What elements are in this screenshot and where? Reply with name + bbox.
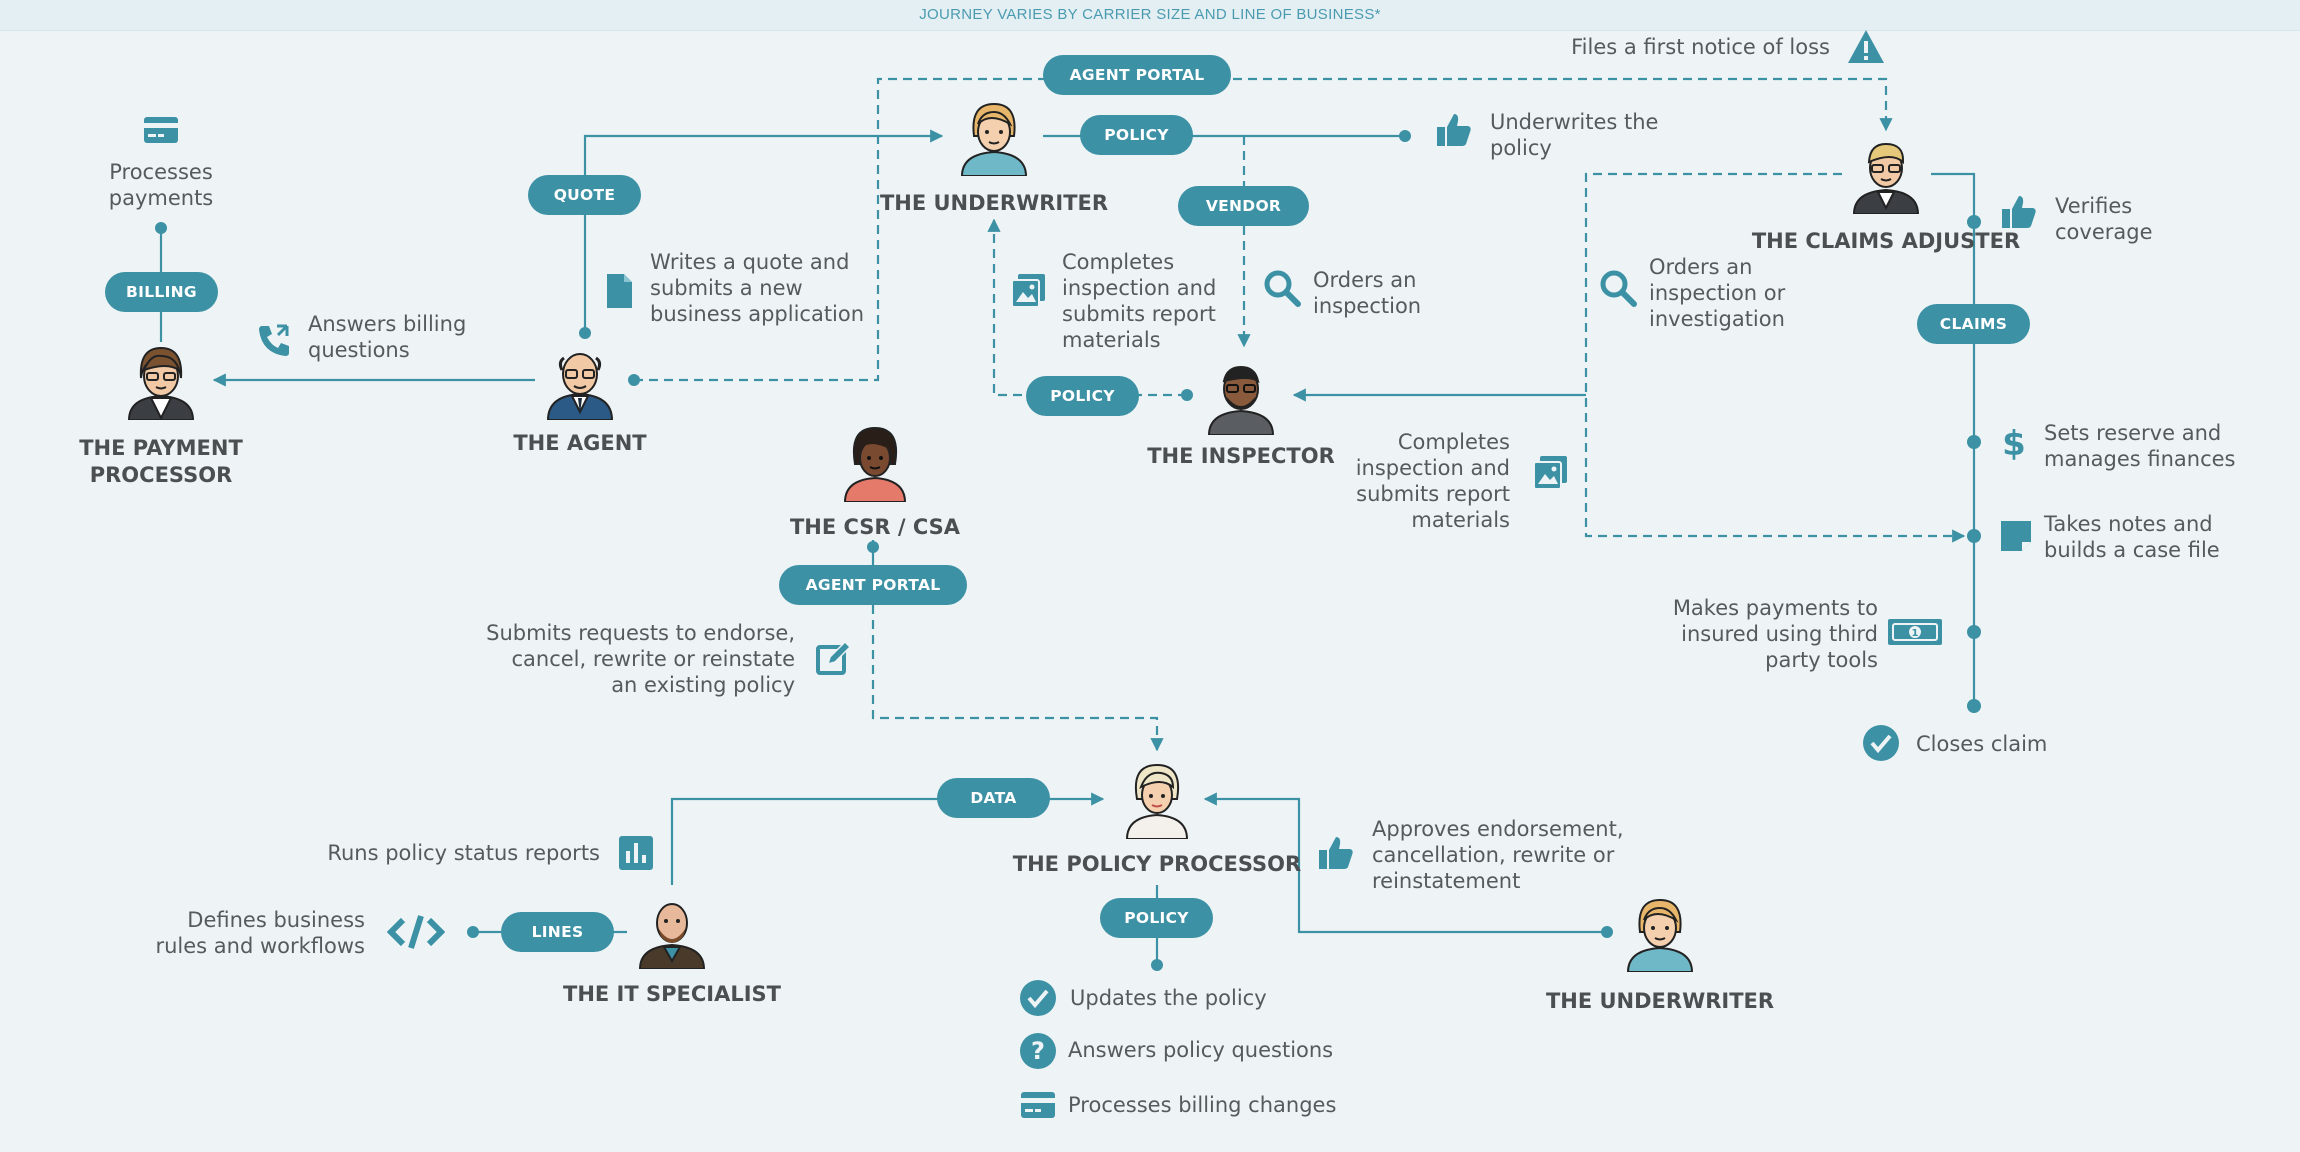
top-bar — [0, 0, 2300, 31]
underwriter-avatar — [960, 102, 1028, 176]
sets-reserve-label: Sets reserve and manages finances — [2044, 421, 2236, 471]
policy-processor-name: THE POLICY PROCESSOR — [1012, 852, 1302, 876]
dollar-icon: $ — [1994, 422, 2034, 462]
agent-portal-pill-2: AGENT PORTAL — [779, 565, 967, 605]
takes-notes-label: Takes notes and builds a case file — [2044, 512, 2220, 562]
quote-pill: QUOTE — [528, 175, 641, 215]
credit-card-icon-2 — [1018, 1085, 1058, 1125]
phone-icon — [254, 320, 294, 360]
bar-chart-icon — [616, 833, 656, 873]
svg-text:?: ? — [1031, 1037, 1045, 1065]
files-fnol-label: Files a first notice of loss — [1571, 35, 1830, 59]
gallery-icon — [1008, 270, 1048, 310]
payment-processor-name: THE PAYMENT PROCESSOR — [79, 436, 243, 487]
closes-claim-label: Closes claim — [1916, 732, 2048, 756]
thumbs-up-icon — [1434, 110, 1474, 150]
note-icon — [1996, 516, 2036, 556]
agent-name: THE AGENT — [513, 431, 647, 455]
payment-processor-avatar — [127, 346, 195, 420]
processes-payments-label: Processes payments — [108, 160, 214, 210]
billing-pill: BILLING — [105, 272, 218, 312]
policy-pill-top: POLICY — [1080, 115, 1193, 155]
completes-inspection-left-label: Completes inspection and submits report … — [1062, 250, 1217, 352]
inspector-name: THE INSPECTOR — [1147, 444, 1335, 468]
edit-icon — [814, 638, 854, 678]
underwriter-name: THE UNDERWRITER — [879, 191, 1109, 215]
runs-reports-label: Runs policy status reports — [327, 841, 600, 865]
cash-icon: 1 — [1886, 612, 1944, 652]
thumbs-up-icon-2 — [1999, 192, 2039, 232]
check-circle-icon — [1861, 723, 1901, 763]
submits-requests-label: Submits requests to endorse, cancel, rew… — [486, 621, 795, 697]
document-icon — [599, 271, 639, 311]
verifies-coverage-label: Verifies coverage — [2055, 194, 2153, 244]
lines-pill: LINES — [501, 912, 614, 952]
agent-portal-pill: AGENT PORTAL — [1043, 55, 1231, 95]
magnifier-icon — [1262, 268, 1302, 308]
it-specialist-name: THE IT SPECIALIST — [563, 982, 781, 1006]
claims-pill: CLAIMS — [1917, 304, 2030, 344]
banner-text: JOURNEY VARIES BY CARRIER SIZE AND LINE … — [919, 6, 1381, 23]
gallery-icon-2 — [1530, 452, 1570, 492]
policy-processor-avatar — [1125, 763, 1189, 839]
policy-pill-mid: POLICY — [1026, 376, 1139, 416]
claims-adjuster-name: THE CLAIMS ADJUSTER — [1751, 229, 2021, 253]
question-circle-icon: ? — [1018, 1031, 1058, 1071]
svg-text:1: 1 — [1912, 628, 1919, 639]
warning-icon — [1846, 27, 1886, 67]
orders-inspection-label: Orders an inspection — [1313, 268, 1422, 318]
csr-name: THE CSR / CSA — [789, 515, 961, 539]
check-circle-icon-2 — [1018, 978, 1058, 1018]
completes-inspection-right-label: Completes inspection and submits report … — [1355, 430, 1510, 532]
approves-endorsement-label: Approves endorsement, cancellation, rewr… — [1372, 817, 1624, 893]
svg-text:$: $ — [2002, 424, 2026, 462]
answers-billing-label: Answers billing questions — [308, 312, 467, 362]
data-pill: DATA — [937, 778, 1050, 818]
credit-card-icon — [141, 110, 181, 150]
it-specialist-avatar — [638, 903, 706, 969]
orders-investigation-label: Orders an inspection or investigation — [1649, 255, 1786, 331]
vendor-pill: VENDOR — [1178, 186, 1309, 226]
thumbs-up-icon-3 — [1316, 833, 1356, 873]
csr-avatar — [843, 426, 907, 502]
policy-pill-bottom: POLICY — [1100, 898, 1213, 938]
agent-avatar — [546, 353, 614, 420]
inspector-avatar — [1207, 365, 1275, 435]
underwriter-2-avatar — [1626, 898, 1694, 972]
code-icon — [387, 912, 445, 952]
magnifier-icon-2 — [1598, 268, 1638, 308]
answers-policy-questions-label: Answers policy questions — [1068, 1038, 1334, 1062]
makes-payments-label: Makes payments to insured using third pa… — [1672, 596, 1878, 672]
writes-quote-label: Writes a quote and submits a new busines… — [650, 250, 865, 326]
underwrites-label: Underwrites the policy — [1490, 110, 1659, 160]
claims-adjuster-avatar — [1852, 142, 1920, 214]
updates-policy-label: Updates the policy — [1070, 986, 1267, 1010]
underwriter-2-name: THE UNDERWRITER — [1545, 989, 1775, 1013]
processes-billing-changes-label: Processes billing changes — [1068, 1093, 1337, 1117]
defines-rules-label: Defines business rules and workflows — [155, 908, 365, 958]
